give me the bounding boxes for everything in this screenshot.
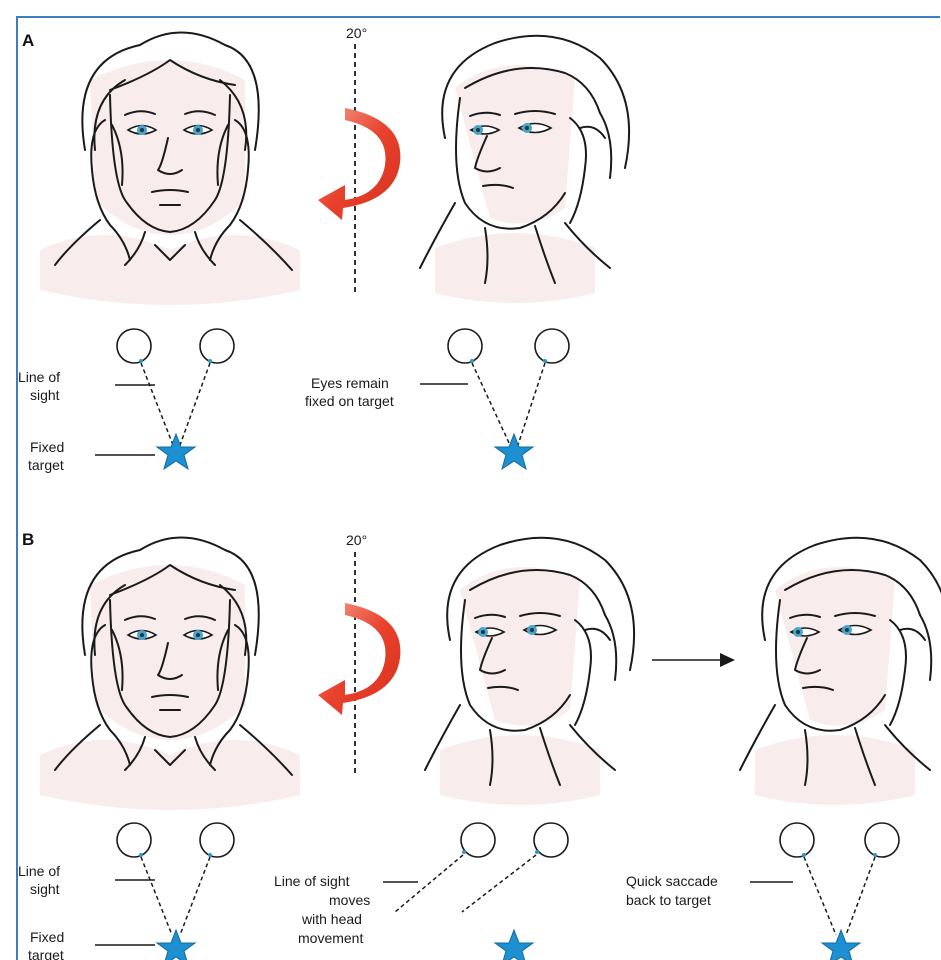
left-eye-pupil — [470, 359, 474, 363]
panel-b-moves-label-2: moves — [329, 892, 370, 908]
left-eye-circle-icon — [117, 329, 151, 363]
left-eye-circle-icon — [448, 329, 482, 363]
panel-b-head-turned — [425, 538, 634, 805]
right-arrow-icon — [720, 653, 735, 667]
panel-b-line-of-sight-label-1: Line of — [18, 863, 60, 879]
fixed-target-star-icon — [822, 930, 860, 960]
right-eye-circle-icon — [535, 329, 569, 363]
fixed-target-star-icon — [157, 434, 195, 469]
panel-a-fixed-target-label-2: target — [28, 457, 64, 473]
left-eye-pupil — [802, 853, 806, 857]
panel-b-rotation-arrow-icon — [318, 603, 400, 715]
panel-a-eyes-schematic-right — [420, 329, 569, 469]
panel-b-line-of-sight-label-2: sight — [30, 881, 60, 897]
panel-b-saccade-label-2: back to target — [626, 892, 711, 908]
panel-b-eyes-schematic-middle — [383, 823, 568, 960]
panel-b-head-front — [40, 538, 300, 811]
right-eye-circle-icon — [200, 329, 234, 363]
right-eye-circle-icon — [865, 823, 899, 857]
right-eye-pupil — [208, 359, 212, 363]
right-eye-pupil — [873, 853, 877, 857]
panel-b-eyes-schematic-right — [750, 823, 899, 960]
right-eye-circle-icon — [534, 823, 568, 857]
panel-b-saccade-label-1: Quick saccade — [626, 873, 718, 889]
left-eye-pupil — [139, 853, 143, 857]
left-eye-pupil — [139, 359, 143, 363]
panel-b-moves-label-1: Line of sight — [274, 873, 350, 889]
panel-b-eyes-schematic-left — [95, 823, 234, 960]
right-eye-pupil — [535, 850, 539, 854]
left-line-of-sight — [395, 855, 463, 912]
left-eye-pupil — [462, 850, 466, 854]
right-eye-pupil — [208, 853, 212, 857]
panel-a-fixed-target-label-1: Fixed — [30, 439, 64, 455]
right-line-of-sight — [180, 857, 210, 935]
panel-b-letter: B — [22, 530, 34, 549]
panel-a-angle-label: 20° — [346, 25, 367, 41]
panel-a-head-turned — [420, 36, 629, 303]
panel-b-fixed-target-label-1: Fixed — [30, 929, 64, 945]
panel-b-angle-label: 20° — [346, 532, 367, 548]
left-line-of-sight — [804, 857, 836, 935]
panel-a: A 20° Line of sight Fixed target — [18, 25, 629, 473]
fixed-target-star-icon — [157, 930, 195, 960]
right-eye-circle-icon — [200, 823, 234, 857]
panel-a-eyes-schematic-left — [95, 329, 234, 469]
panel-a-line-of-sight-label-1: Line of — [18, 369, 60, 385]
right-line-of-sight — [180, 363, 210, 445]
left-line-of-sight — [141, 857, 172, 935]
panel-a-letter: A — [22, 31, 34, 50]
panel-b-fixed-target-label-2: target — [28, 947, 64, 960]
right-eye-pupil — [543, 359, 547, 363]
panel-a-line-of-sight-label-2: sight — [30, 387, 60, 403]
left-line-of-sight — [472, 363, 510, 445]
panel-b-moves-label-3: with head — [301, 911, 362, 927]
panel-a-rotation-arrow-icon — [318, 108, 400, 220]
right-line-of-sight — [462, 855, 536, 912]
left-eye-circle-icon — [461, 823, 495, 857]
left-eye-circle-icon — [117, 823, 151, 857]
panel-b-head-turned-saccade — [740, 538, 941, 805]
panel-b-moves-label-4: movement — [298, 930, 363, 946]
panel-a-eyes-fixed-label-2: fixed on target — [305, 393, 394, 409]
left-line-of-sight — [141, 363, 173, 445]
panel-b: B 20° Line of sight Fixed target — [18, 530, 941, 960]
right-line-of-sight — [518, 363, 545, 445]
left-eye-circle-icon — [780, 823, 814, 857]
fixed-target-star-icon — [495, 434, 533, 469]
right-line-of-sight — [846, 857, 875, 935]
target-star-icon — [495, 930, 533, 960]
panel-a-eyes-fixed-label-1: Eyes remain — [311, 375, 389, 391]
panel-a-head-front — [40, 33, 300, 306]
